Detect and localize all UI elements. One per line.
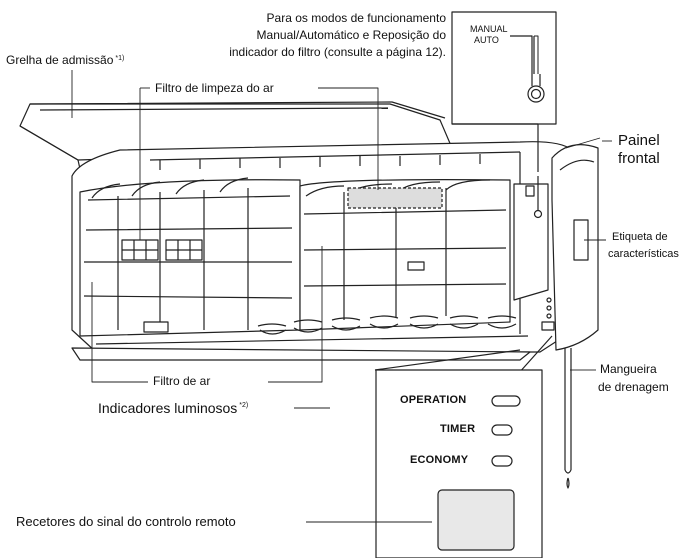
intake-grille-label: Grelha de admissão*1): [6, 53, 125, 67]
drain-hose-label-line2: de drenagem: [598, 380, 669, 394]
manual-auto-callout: [451, 11, 557, 125]
air-clean-filter-label: Filtro de limpeza do ar: [155, 81, 274, 95]
front-panel-label-line1: Painel: [618, 132, 660, 149]
mode-note-line2: Manual/Automático e Reposição do: [256, 28, 446, 42]
louvers: [71, 315, 531, 361]
unit-interior-right: [513, 176, 549, 301]
air-filter-right: [299, 179, 511, 331]
front-panel-label-line2: frontal: [618, 150, 660, 167]
operation-indicator-label: OPERATION: [400, 394, 467, 406]
air-filter-label: Filtro de ar: [153, 374, 211, 388]
air-filter-left: [79, 177, 301, 337]
economy-indicator-label: ECONOMY: [410, 454, 469, 466]
auto-label: AUTO: [474, 35, 499, 45]
manual-label: MANUAL: [470, 24, 508, 34]
drain-hose: [564, 348, 572, 489]
indicator-panel: [375, 369, 543, 558]
mode-note-line3: indicador do filtro (consulte a página 1…: [229, 45, 446, 59]
rating-label-line1: Etiqueta de: [612, 231, 668, 243]
leader-lines: [71, 70, 612, 523]
mode-note-line1: Para os modos de funcionamento: [266, 11, 446, 25]
indicator-lamps-label: Indicadores luminosos*2): [98, 400, 249, 416]
rating-label-line2: características: [608, 248, 679, 260]
control-panel-callout-lines: [374, 124, 553, 375]
drain-hose-label-line1: Mangueira: [600, 362, 657, 376]
remote-receiver-label: Recetores do sinal do controlo remoto: [16, 514, 236, 529]
timer-indicator-label: TIMER: [440, 423, 476, 435]
